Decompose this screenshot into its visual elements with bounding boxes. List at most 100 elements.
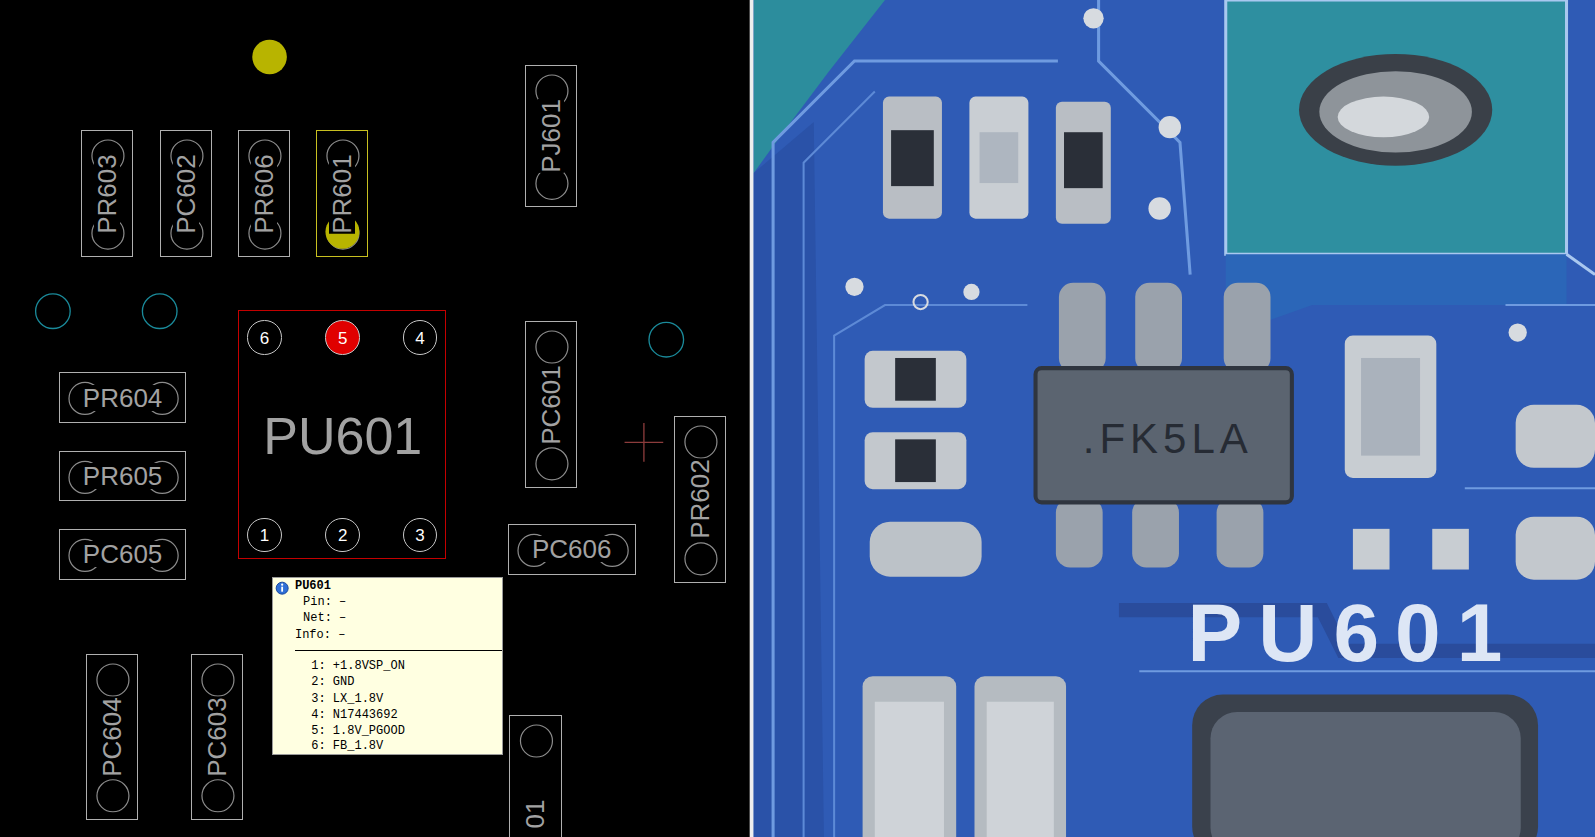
tooltip-line: 3: LX_1.8V (311, 692, 383, 706)
board-photo-shape (1132, 498, 1179, 567)
part-label: PR605 (83, 463, 163, 489)
part-label: PR602 (687, 460, 713, 540)
board-photo-shape (1465, 305, 1595, 488)
board-photo-shape (1319, 71, 1472, 152)
component-outline: PC603 (191, 654, 243, 820)
board-photo-shape (1064, 132, 1103, 188)
tooltip-separator (295, 650, 503, 651)
tooltip-line: PU601 (295, 579, 331, 593)
board-photo-shape (1338, 97, 1430, 138)
board-photo-shape (865, 351, 967, 408)
part-label: PC604 (99, 697, 125, 777)
board-photo-shape (865, 432, 967, 489)
part-label: PR601 (329, 154, 355, 234)
board-photo-shape (1299, 54, 1492, 166)
board-photo-shape (863, 676, 957, 837)
board-photo-shape (845, 278, 863, 296)
pad-circle (685, 426, 717, 458)
info-icon-stem (281, 586, 283, 591)
board-photo-shape (1083, 8, 1103, 28)
board-photo-shape (980, 132, 1019, 183)
info-tooltip: PU601Pin: –Net: –Info: –1: +1.8VSP_ON2: … (272, 577, 503, 755)
component-outline: PC606 (508, 524, 636, 575)
board-photo-shape (963, 284, 979, 300)
board-photo-shape (1159, 116, 1181, 138)
component-outline: PC604 (86, 654, 138, 820)
boardview-panel-shape (643, 423, 644, 462)
pin-number: 3 (415, 526, 424, 543)
pin-pad: 3 (403, 518, 438, 553)
component-outline: PR603 (81, 130, 133, 257)
board-photo-shape (969, 97, 1028, 219)
boardview-panel-shape (649, 322, 684, 357)
board-photo-shape (1224, 283, 1271, 372)
board-photo-shape (1226, 254, 1567, 335)
pad-circle (202, 664, 234, 696)
component-outline: 01 (509, 715, 562, 837)
tooltip-line: 5: 1.8V_PGOOD (311, 724, 405, 738)
part-label: PC601 (538, 365, 564, 445)
pin-number: 1 (260, 526, 269, 543)
board-photo-shape (1226, 0, 1567, 254)
pad-circle (202, 780, 234, 812)
board-photo-shape (883, 97, 942, 219)
boardview-panel (0, 0, 754, 837)
component-outline: PC605 (59, 529, 186, 580)
board-photo-shape (1056, 498, 1103, 567)
board-photo-shape (1509, 323, 1527, 341)
tooltip-line: 1: +1.8VSP_ON (311, 659, 405, 673)
board-photo-shape (1148, 197, 1170, 219)
component-outline: PR605 (59, 451, 186, 502)
pin-pad: 4 (403, 320, 438, 355)
pin-pad: 5 (325, 320, 360, 355)
board-photo-shape (913, 295, 927, 309)
ic-label: PU601 (263, 410, 422, 462)
board-photo-shape (1516, 517, 1595, 580)
board-photo-shape (987, 702, 1054, 837)
board-photo-shape (1036, 368, 1292, 502)
tooltip-line: 4: N17443692 (311, 708, 397, 722)
component-outline: PR601 (316, 130, 368, 257)
tooltip-line: Pin: – (303, 595, 346, 609)
board-photo-shape (1056, 102, 1111, 224)
board-photo-shape (1210, 712, 1520, 837)
silkscreen-designator: PU601 (1188, 592, 1519, 674)
board-photo-shape (754, 122, 824, 837)
pin-number: 5 (338, 329, 347, 346)
board-photo-shape (891, 130, 934, 186)
board-photo-shape (974, 676, 1066, 837)
board-photo-shape (1516, 405, 1595, 468)
component-outline: PR604 (59, 372, 186, 423)
component-outline: PC601 (525, 321, 577, 488)
pad-circle (536, 331, 568, 363)
board-photo-shape (895, 439, 936, 482)
part-label: PC605 (83, 541, 163, 567)
pad-circle (97, 664, 129, 696)
part-label: PJ601 (538, 99, 564, 173)
board-photo-shape (1432, 529, 1469, 570)
component-outline: PC602 (160, 130, 212, 257)
chip-marking: .FK5LA (1083, 418, 1253, 460)
board-photo-shape (1353, 529, 1390, 570)
pin-number: 2 (338, 526, 347, 543)
part-label: PC606 (532, 536, 612, 562)
part-label: PC602 (173, 154, 199, 234)
boardview-panel-shape (36, 294, 71, 329)
board-photo-shape (870, 522, 982, 577)
pin-pad: 6 (247, 320, 282, 355)
tooltip-line: 6: FB_1.8V (311, 739, 383, 753)
board-photo-shape (1135, 283, 1182, 372)
pin-pad: 1 (247, 518, 282, 553)
ic-outline: PU601 6 5 4 1 2 3 (238, 310, 446, 559)
component-outline: PJ601 (525, 65, 577, 207)
info-icon-disc (276, 582, 288, 594)
board-photo-shape (1192, 695, 1538, 837)
pin-number: 4 (415, 329, 424, 346)
part-label: PR604 (83, 385, 163, 411)
boardview-panel-shape (750, 0, 754, 837)
board-photo-shape (1345, 336, 1437, 478)
part-label: PC603 (204, 697, 230, 777)
component-outline: PR606 (238, 130, 290, 257)
